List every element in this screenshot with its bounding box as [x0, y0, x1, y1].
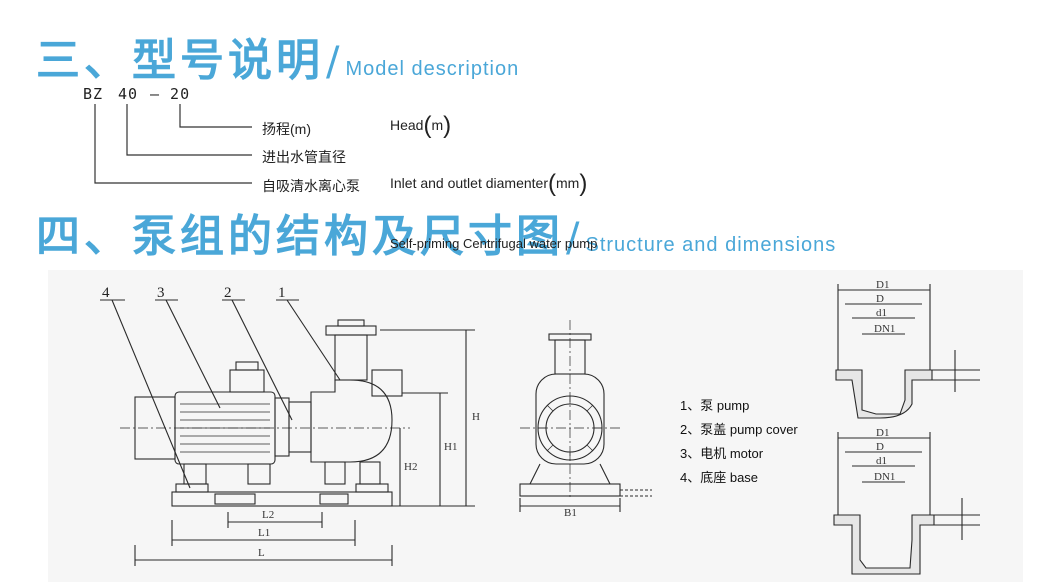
dim-label-H: H [472, 411, 480, 423]
flange-label-D-b: D [876, 441, 884, 453]
flange-detail-bottom [833, 432, 980, 575]
flange-label-d1-b: d1 [876, 455, 887, 467]
section-title-en: Structure and dimensions [585, 234, 837, 256]
part-number-2: 2 [224, 285, 232, 301]
flange-label-DN1: DN1 [874, 323, 895, 335]
part-number-1: 1 [278, 285, 286, 301]
pump-subtitle: Self-priming Centrifugal water pump [390, 236, 598, 251]
dim-label-L2: L2 [262, 509, 274, 521]
section-title-cn: 三、型号说明 [36, 35, 324, 86]
part-number-3: 3 [157, 285, 165, 301]
model-code-20: – 20 [150, 85, 191, 103]
part-number-4: 4 [102, 285, 110, 301]
legend-item-pump: 1、泵 pump [680, 398, 750, 413]
model-row-head-en: Head(m) [390, 112, 452, 139]
dim-label-L1: L1 [258, 527, 270, 539]
legend-item-pump-cover: 2、泵盖 pump cover [680, 422, 798, 437]
dim-label-B1: B1 [564, 507, 577, 519]
pump-casing [310, 379, 393, 463]
flange-label-D1-b: D1 [876, 427, 889, 439]
flange-label-D1: D1 [876, 279, 889, 291]
model-row-head-cn: 扬程(m) [262, 121, 311, 137]
pump-inlet-pipe [334, 334, 368, 381]
legend-item-motor: 3、电机 motor [680, 446, 764, 461]
dim-label-L: L [258, 547, 265, 559]
legend-item-base: 4、底座 base [680, 470, 759, 485]
model-row-diameter-en: Inlet and outlet diamenter(mm) [390, 170, 588, 197]
section-title-en: Model description [345, 58, 520, 80]
section-title-model: 三、型号说明/Model description [36, 24, 519, 88]
title-slash: / [326, 39, 340, 85]
model-code-40: 40 [118, 85, 139, 103]
model-row-diameter-cn: 进出水管直径 [262, 149, 346, 165]
model-row-pump-cn: 自吸清水离心泵 [262, 178, 360, 194]
section-title-cn: 四、泵组的结构及尺寸图 [36, 211, 564, 262]
flange-label-d1: d1 [876, 307, 887, 319]
section-title-structure: 四、泵组的结构及尺寸图/Structure and dimensions [36, 200, 836, 264]
base-plate [171, 491, 393, 507]
model-code-leader-lines [94, 104, 252, 184]
title-slash: / [566, 215, 580, 261]
flange-label-D: D [876, 293, 884, 305]
dim-label-H1: H1 [444, 441, 457, 453]
flange-label-DN1-b: DN1 [874, 471, 895, 483]
flange-detail-top [835, 284, 980, 419]
dim-label-H2: H2 [404, 461, 417, 473]
model-code-bz: BZ [83, 85, 104, 103]
